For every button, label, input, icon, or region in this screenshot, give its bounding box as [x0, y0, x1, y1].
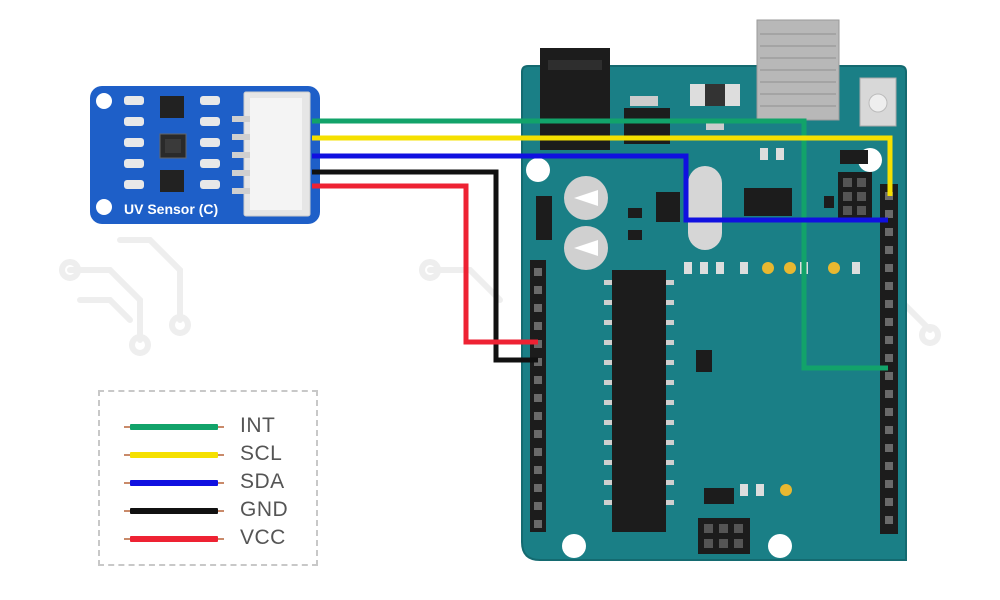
legend-swatch-scl — [124, 452, 224, 458]
wire-gnd — [312, 169, 538, 363]
icsp-header-bottom — [698, 518, 750, 554]
legend-label-scl: SCL — [240, 442, 283, 465]
wire-int — [312, 118, 888, 371]
legend-swatch-vcc — [124, 536, 224, 542]
legend-label-sda: SDA — [240, 470, 285, 493]
wire-sda — [312, 153, 888, 223]
legend-label-int: INT — [240, 414, 276, 437]
legend-label-vcc: VCC — [240, 526, 286, 549]
wire-vcc — [312, 183, 538, 345]
legend-swatch-int — [124, 424, 224, 430]
legend-item-sda: SDA — [124, 468, 320, 496]
mounting-hole — [526, 158, 550, 182]
arduino-board — [521, 19, 907, 561]
mounting-hole — [562, 534, 586, 558]
legend-swatch-sda — [124, 480, 224, 486]
crystal — [688, 166, 722, 250]
legend-swatch-gnd — [124, 508, 224, 514]
legend-item-scl: SCL — [124, 440, 320, 468]
uv-sensor-module: UV Sensor (C) — [90, 86, 320, 224]
atmega-chip — [612, 270, 666, 532]
mounting-hole — [768, 534, 792, 558]
wire-scl — [312, 135, 893, 196]
wires — [312, 118, 893, 371]
wire-legend: INT SCL SDA GND VCC — [98, 390, 318, 566]
legend-item-vcc: VCC — [124, 524, 320, 552]
sensor-label: UV Sensor (C) — [124, 201, 218, 217]
legend-item-gnd: GND — [124, 496, 320, 524]
legend-item-int: INT — [124, 412, 320, 440]
legend-label-gnd: GND — [240, 498, 289, 521]
